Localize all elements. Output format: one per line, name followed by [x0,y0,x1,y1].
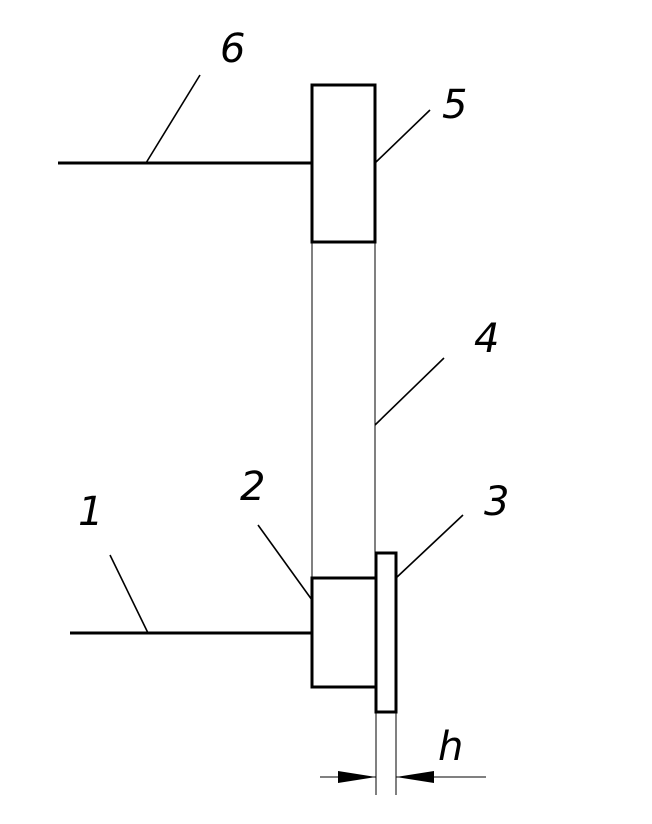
label-1: 1 [78,489,103,535]
leader-2 [257,524,313,601]
label-2: 2 [240,464,265,510]
leader-3 [395,514,464,579]
label-6: 6 [220,26,245,72]
part-3-plate [374,551,398,714]
label-h: h [438,724,463,770]
leader-5 [374,109,431,164]
dimension-arrow-left [338,771,376,783]
part-5-block [310,83,377,244]
dimension-arrow-right [396,771,434,783]
leader-1 [109,554,149,634]
leader-6 [145,74,201,164]
part-2-block [310,576,378,689]
label-5: 5 [442,82,467,128]
leader-4 [374,357,445,426]
label-4: 4 [474,316,499,362]
label-3: 3 [484,479,509,525]
